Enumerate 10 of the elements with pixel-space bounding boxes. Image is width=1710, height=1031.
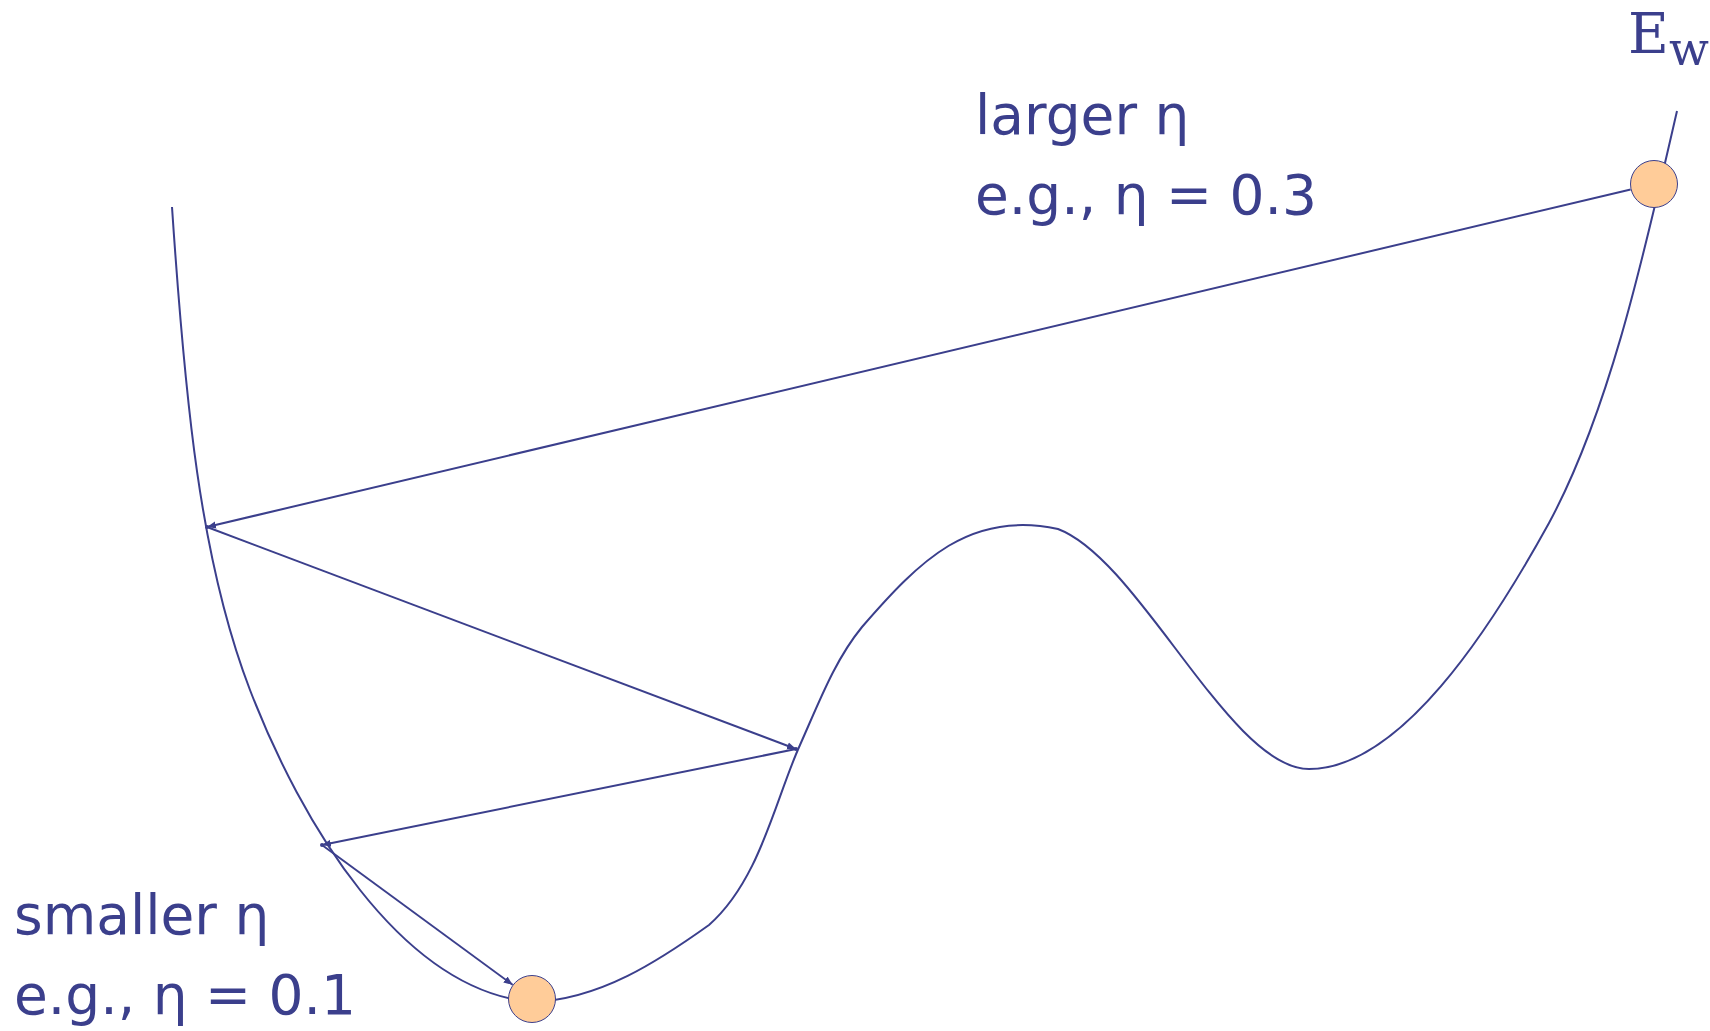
arrow bbox=[321, 748, 797, 847]
ball-marker bbox=[1630, 160, 1678, 208]
arrow bbox=[206, 526, 797, 750]
arrow bbox=[206, 188, 1632, 529]
curve-point bbox=[794, 747, 798, 751]
axis-label: E$_{w}$ bbox=[1628, 6, 1709, 73]
curve-point bbox=[205, 525, 209, 529]
ball-marker bbox=[508, 975, 556, 1023]
arrow bbox=[321, 844, 514, 986]
curve-point bbox=[320, 843, 324, 847]
